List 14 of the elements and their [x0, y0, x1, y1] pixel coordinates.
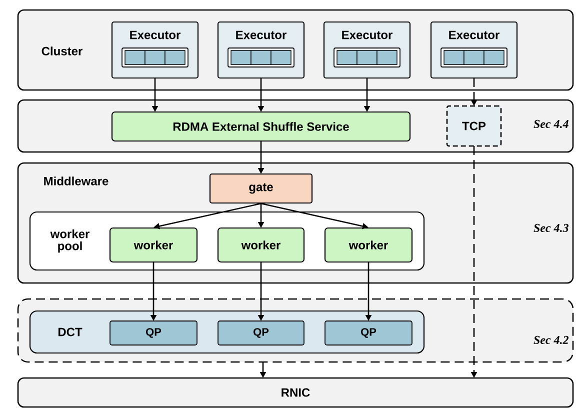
executor-box: Executor: [111, 21, 199, 79]
process-box: worker: [109, 227, 198, 263]
band: RNIC: [17, 377, 574, 408]
executor-box: Executor: [430, 21, 518, 79]
qp-box: QP: [110, 320, 198, 346]
tcp-box: TCP: [446, 105, 502, 147]
qp-box: QP: [324, 320, 412, 346]
qp-box: QP: [218, 320, 304, 346]
process-box: worker: [324, 227, 413, 263]
process-box: worker: [217, 227, 305, 263]
process-box: RDMA External Shuffle Service: [111, 111, 411, 142]
gate-box: gate: [209, 173, 313, 204]
executor-box: Executor: [217, 21, 305, 79]
executor-box: Executor: [323, 21, 411, 79]
